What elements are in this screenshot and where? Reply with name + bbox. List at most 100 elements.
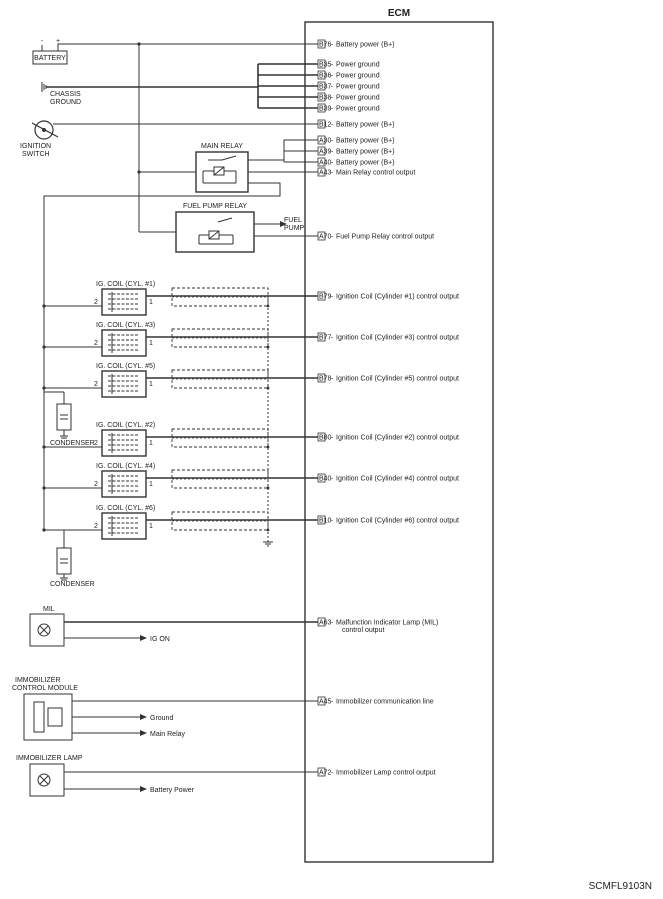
ecm-pin-dash: - xyxy=(331,435,334,442)
battery: - + BATTERY xyxy=(32,38,68,65)
ecm-pin-dash: - xyxy=(331,84,334,91)
ignition-coil-winding xyxy=(108,434,138,451)
ecm-pin-dash: - xyxy=(331,149,334,156)
ecm-pin-desc: Ignition Coil (Cylinder #1) control outp… xyxy=(336,294,459,301)
ignition-coil-label: IG. COIL (CYL. #3) xyxy=(96,322,155,329)
ecm-pin-label: A43 xyxy=(319,170,332,177)
immobilizer-lamp: IMMOBILIZER LAMP xyxy=(16,755,83,797)
ecm-pin: A43 Main Relay control output- xyxy=(317,167,415,177)
ecm-pin-dash: - xyxy=(331,234,334,241)
immobilizer-lamp-label: IMMOBILIZER LAMP xyxy=(16,755,83,762)
ignition-coil-pin2: 2 xyxy=(94,481,98,488)
ecm-pin-dash: - xyxy=(331,518,334,525)
ecm-pin-label: A63 xyxy=(319,620,332,627)
shield-box xyxy=(171,469,269,489)
ecm-pin-dash: - xyxy=(331,170,334,177)
ecm-title: ECM xyxy=(388,8,410,19)
ecm-pin-dash: - xyxy=(331,620,334,627)
main-relay: MAIN RELAY xyxy=(195,143,249,193)
ecm-pin-desc: Power ground xyxy=(336,95,380,102)
ecm-pin-dash: - xyxy=(331,42,334,49)
ecm-pin: A30 Battery power (B+)- xyxy=(317,135,395,145)
ignition-coil-box xyxy=(101,429,147,457)
immobilizer-control-module: IMMOBILIZER CONTROL MODULE xyxy=(12,677,78,741)
ecm-pin-desc: Battery power (B+) xyxy=(336,138,395,145)
ecm-pin-label: B77 xyxy=(319,335,332,342)
ecm-pin-label: A30 xyxy=(319,138,332,145)
ecm-pin-label: A72 xyxy=(319,770,332,777)
ignition-switch-label-1: IGNITION xyxy=(20,143,51,150)
ecm-pin-label: A70 xyxy=(319,234,332,241)
ecm-pin-desc: Ignition Coil (Cylinder #4) control outp… xyxy=(336,476,459,483)
ignition-coil-pin2: 2 xyxy=(94,440,98,447)
ignition-coil-label: IG. COIL (CYL. #2) xyxy=(96,422,155,429)
ecm-pin-dash: - xyxy=(331,106,334,113)
ecm-pin-dash: - xyxy=(331,138,334,145)
ecm-pin-label: B79 xyxy=(319,294,332,301)
ignition-coil-pin2: 2 xyxy=(94,523,98,530)
ignition-coil-pin2: 2 xyxy=(94,381,98,388)
reference-code: SCMFL9103N xyxy=(589,881,652,892)
chassis-ground-label-2: GROUND xyxy=(50,99,81,106)
condenser-1: CONDENSER xyxy=(44,391,95,447)
ignition-coil-winding xyxy=(108,293,138,310)
ecm-pin-desc: Ignition Coil (Cylinder #6) control outp… xyxy=(336,518,459,525)
fuel-pump-label-1: FUEL xyxy=(284,217,302,224)
ecm-pin-label: B78 xyxy=(319,376,332,383)
ecm-pin-desc: Battery power (B+) xyxy=(336,42,395,49)
junction xyxy=(42,486,46,490)
chassis-ground-label-1: CHASSIS xyxy=(50,91,81,98)
ignition-coil-label: IG. COIL (CYL. #4) xyxy=(96,463,155,470)
mil-label: MIL xyxy=(43,606,55,613)
ecm-pin-dash: - xyxy=(331,376,334,383)
ignition-coil-pin1: 1 xyxy=(149,481,153,488)
ecm-pin-desc: Ignition Coil (Cylinder #5) control outp… xyxy=(336,376,459,383)
junction xyxy=(42,304,46,308)
ignition-coil-pin1: 1 xyxy=(149,381,153,388)
ignition-coil-label: IG. COIL (CYL. #5) xyxy=(96,363,155,370)
ignition-coil: IG. COIL (CYL. #4) 2 1 xyxy=(42,463,318,498)
ecm-pin-dash: - xyxy=(331,476,334,483)
mil: MIL xyxy=(29,606,65,647)
shield-box xyxy=(171,369,269,389)
mil-desc-line2: control output xyxy=(342,627,384,634)
fuel-pump-relay: FUEL PUMP RELAY xyxy=(175,203,255,253)
ecm-pin-label: B37 xyxy=(319,84,332,91)
ignition-coil-box xyxy=(101,288,147,316)
main-relay-label: MAIN RELAY xyxy=(201,143,243,150)
ecm-pin-desc: Immobilizer Lamp control output xyxy=(336,770,436,777)
ecm-pin-desc: Main Relay control output xyxy=(336,170,415,177)
ecm-pin-label: B12 xyxy=(319,122,332,129)
ignition-coil-pin1: 1 xyxy=(149,299,153,306)
ecm-pin: B78 Ignition Coil (Cylinder #5) control o… xyxy=(317,373,459,383)
ignition-coil-label: IG. COIL (CYL. #1) xyxy=(96,281,155,288)
chassis-ground-icon xyxy=(41,82,47,92)
ignition-coil-pin2: 2 xyxy=(94,299,98,306)
ecm-pin-desc: Power ground xyxy=(336,73,380,80)
ignition-coil-winding xyxy=(108,334,138,351)
ignition-coil-box xyxy=(101,470,147,498)
ignition-coil-box xyxy=(101,512,147,540)
ignition-coil-pin1: 1 xyxy=(149,523,153,530)
ecm-pin-dash: - xyxy=(331,699,334,706)
ignition-coil-label: IG. COIL (CYL. #6) xyxy=(96,505,155,512)
condenser-2-label: CONDENSER xyxy=(50,581,95,588)
condenser-1-label: CONDENSER xyxy=(50,440,95,447)
battery-label: BATTERY xyxy=(34,55,66,62)
ig-on-label: IG ON xyxy=(150,636,170,643)
ecm-pin-desc: Power ground xyxy=(336,62,380,69)
junction xyxy=(42,445,46,449)
condenser-2: CONDENSER xyxy=(44,529,95,588)
battery-plus: + xyxy=(56,38,60,45)
